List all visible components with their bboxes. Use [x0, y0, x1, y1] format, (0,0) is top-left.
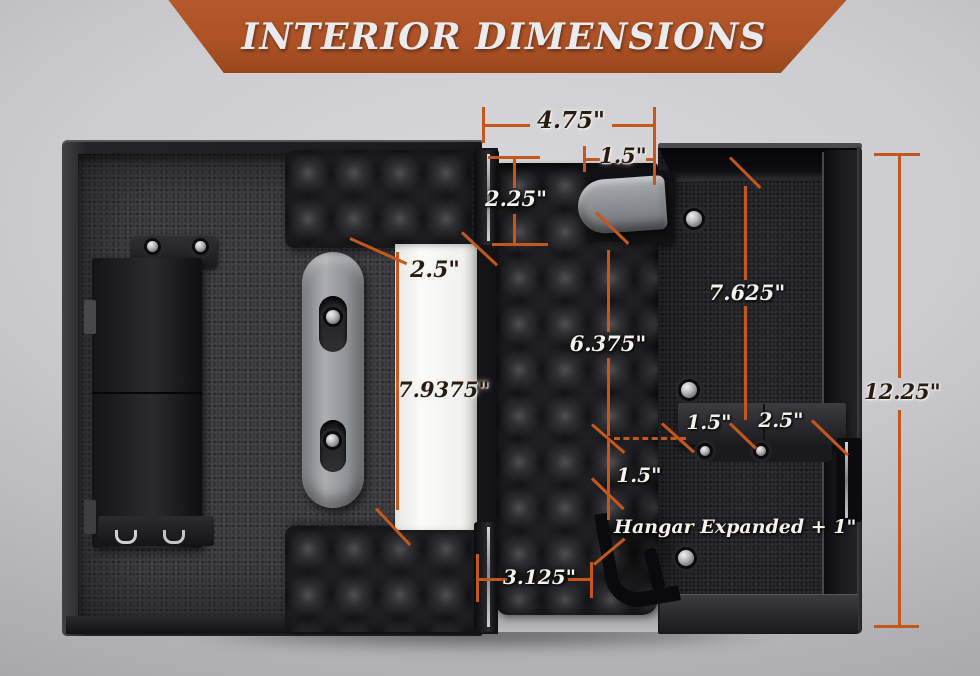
- handle-screw-upper: [326, 310, 340, 324]
- dim-hangar-drop-label: 6.375": [569, 331, 647, 356]
- dim-shelf-gap-label: 1.5": [616, 463, 662, 487]
- dim-back-wall-label: 7.625": [708, 280, 786, 305]
- dim-interior-height-label: 12.25": [864, 379, 941, 404]
- dimension-line: [396, 252, 399, 510]
- dimension-tick: [874, 153, 920, 156]
- title-banner: INTERIOR DIMENSIONS: [168, 0, 847, 73]
- dimension-line: [607, 250, 610, 332]
- body-screw-top: [686, 211, 702, 227]
- dim-top-width-label: 4.75": [536, 107, 605, 134]
- dim-lid-foam-label: 2.25": [485, 186, 548, 211]
- dimension-line: [653, 107, 656, 185]
- bracket-screw-left: [147, 241, 158, 252]
- dim-bottom-width-label: 3.125": [503, 565, 577, 589]
- wall-hinge: [836, 438, 862, 522]
- hangar-note-label: Hangar Expanded + 1": [614, 516, 857, 538]
- dimension-tick: [874, 625, 919, 628]
- dimension-line: [744, 186, 747, 280]
- dimension-line: [586, 158, 600, 161]
- dimension-line: [898, 410, 901, 627]
- dimension-tick: [590, 562, 593, 598]
- measure-strip: [395, 244, 479, 530]
- dimension-tick: [476, 554, 479, 602]
- handle-screw-lower: [326, 434, 339, 447]
- bracket-hook-left: [115, 530, 137, 544]
- box-right-wall-edge: [822, 152, 824, 628]
- bracket-hook-right: [163, 530, 185, 544]
- dimension-line: [612, 124, 655, 127]
- dim-shelf-front-label: 1.5": [686, 410, 732, 434]
- box-front-wall: [660, 594, 858, 633]
- dim-hangar-offset-label: 1.5": [599, 143, 647, 168]
- body-screw-bottom: [678, 550, 694, 566]
- hinge-top: [474, 150, 499, 245]
- mounting-bracket: [92, 258, 202, 548]
- dimension-tick: [583, 146, 586, 172]
- box-top-rim: [658, 143, 862, 148]
- dimension-line: [898, 156, 901, 378]
- door-foam-block-top: [285, 150, 472, 248]
- hinge-bottom-pin: [487, 527, 490, 627]
- dimension-line: [484, 124, 530, 127]
- bracket-screw-right: [195, 241, 206, 252]
- shelf-screw-left: [700, 446, 710, 456]
- bracket-side-tab-upper: [84, 300, 96, 334]
- handle-slot-upper: [319, 296, 347, 352]
- dimension-line: [744, 306, 747, 420]
- shelf-screw-right: [756, 446, 766, 456]
- dim-slot-width-label: 2.5": [410, 257, 460, 283]
- dim-shelf-back-label: 2.5": [758, 408, 804, 432]
- wall-hinge-pin: [845, 442, 848, 518]
- dimension-line: [607, 440, 610, 520]
- page-title: INTERIOR DIMENSIONS: [241, 15, 767, 58]
- shelf-seam: [763, 404, 765, 444]
- dim-slot-height-label: 7.9375": [398, 377, 490, 402]
- dimension-tick: [492, 243, 548, 246]
- dimension-tick: [482, 107, 485, 143]
- hinge-top-pin: [487, 154, 490, 241]
- dimension-line: [513, 159, 516, 188]
- dimension-line: [513, 214, 516, 244]
- box-right-wall: [824, 150, 858, 630]
- dimension-line: [568, 578, 592, 581]
- box-outer-right-edge: [857, 146, 862, 634]
- dimension-line: [646, 158, 655, 161]
- dimension-line: [607, 358, 610, 436]
- bracket-side-tab-lower: [84, 500, 96, 534]
- dashed-reference-line: [614, 437, 686, 440]
- hinge-strip: [477, 148, 498, 634]
- dimension-line: [479, 578, 507, 581]
- shelf-rail: [700, 444, 832, 462]
- bracket-seam: [92, 392, 202, 394]
- door-foam-block-bottom: [285, 526, 478, 632]
- dimension-tick: [488, 156, 540, 159]
- body-screw-middle: [681, 382, 697, 398]
